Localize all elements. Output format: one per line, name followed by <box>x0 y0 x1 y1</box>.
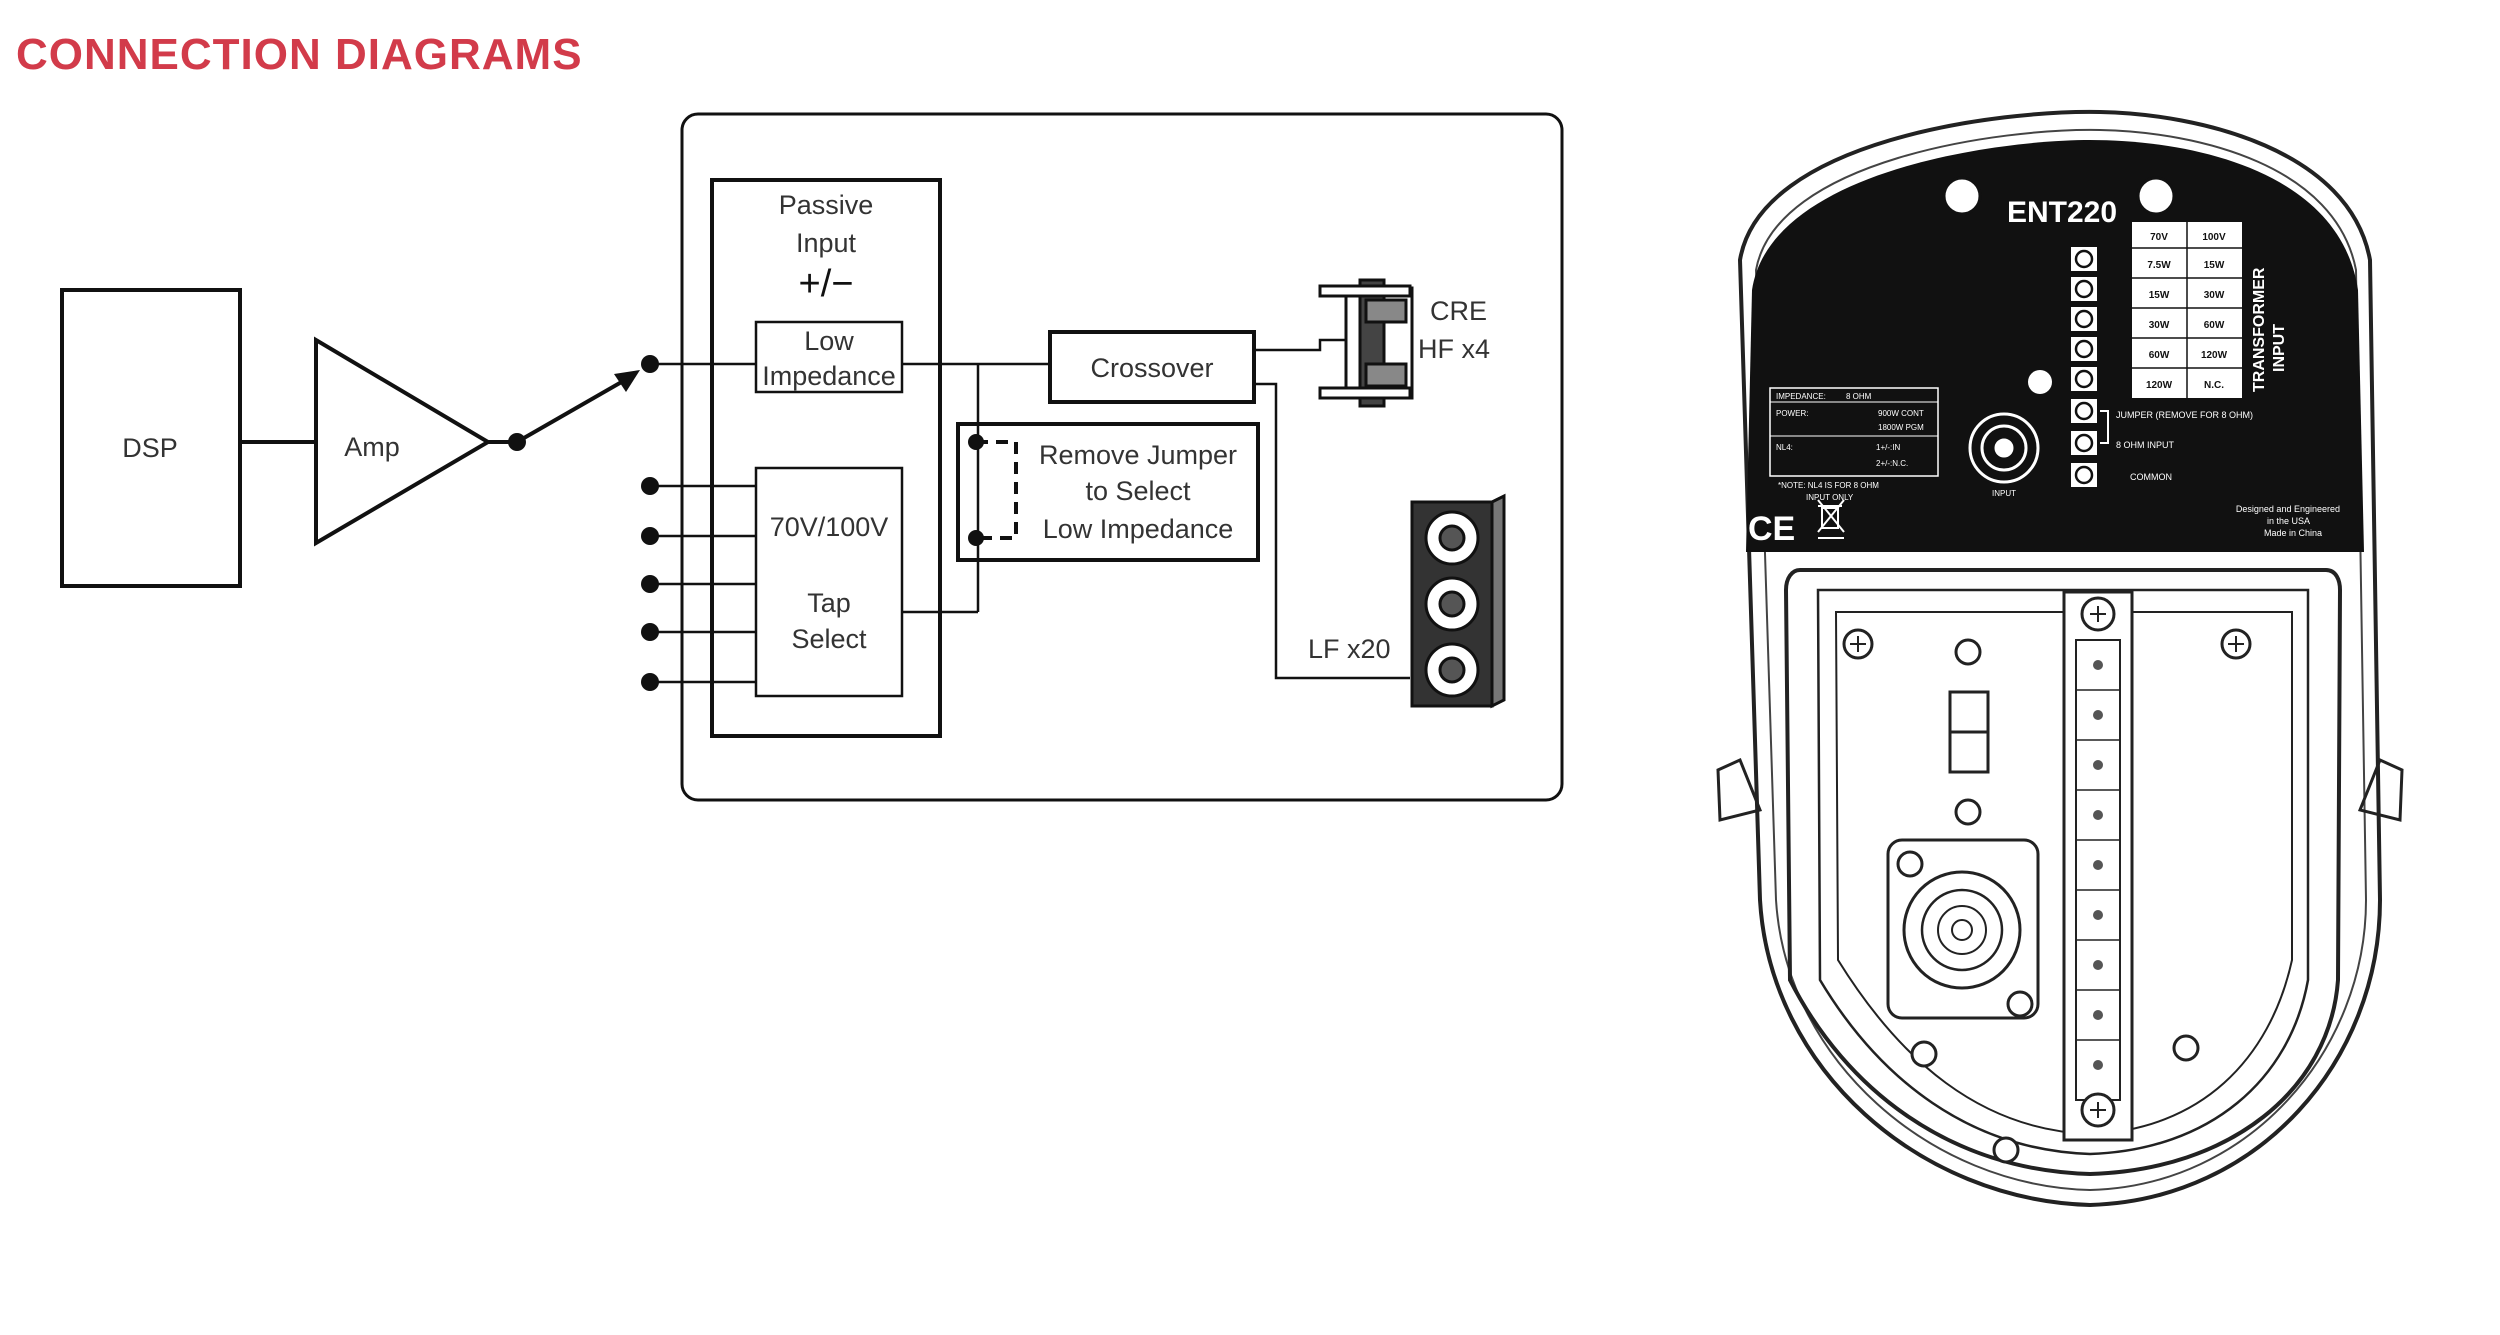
ce-mark: CE <box>1748 510 1795 548</box>
nl4-connector-lower <box>1886 838 2040 1020</box>
input-label: INPUT <box>1992 489 2016 498</box>
low-impedance-box <box>754 320 904 394</box>
amp-label: Amp <box>344 432 400 462</box>
spec-value: 8 OHM <box>1846 392 1872 401</box>
page-heading: CONNECTION DIAGRAMS <box>16 30 583 79</box>
spec-value: 1800W PGM <box>1878 423 1924 432</box>
schematic-labels: DSP Amp Passive Input +/− Low Impedance … <box>122 190 1490 664</box>
jumper-link <box>976 440 1018 540</box>
tap-col-70v: 70V <box>2150 232 2168 243</box>
polarity-label: +/− <box>799 263 854 305</box>
spec-note-line2: INPUT ONLY <box>1806 493 1854 502</box>
spec-block: IMPEDANCE: 8 OHM POWER: 900W CONT 1800W … <box>1769 387 1939 502</box>
maker-line1: Designed and Engineered <box>2236 504 2340 514</box>
ent220-panel: ENT220 70V 100V 7.5W 15W 15W 30W 30W 60W <box>1716 109 2404 1208</box>
tap-table: 70V 100V 7.5W 15W 15W 30W 30W 60W 60W 12… <box>2132 222 2288 398</box>
hf-driver-icon <box>1318 278 1414 408</box>
tap-cell: 30W <box>2149 320 2170 331</box>
transformer-label-line1: TRANSFORMER <box>2251 267 2268 392</box>
tap-cell: 120W <box>2201 350 2228 361</box>
tap-cell: 120W <box>2146 380 2173 391</box>
tap-cell: 15W <box>2204 260 2225 271</box>
terminal-dots <box>508 355 984 691</box>
tap-cell: 15W <box>2149 290 2170 301</box>
terminal-strip <box>2062 590 2134 1142</box>
jumper-note-line1: Remove Jumper <box>1039 440 1237 470</box>
spec-value: 900W CONT <box>1878 409 1924 418</box>
spec-key: POWER: <box>1776 409 1808 418</box>
tap-label: Tap <box>807 588 851 618</box>
jumper-note-line2: to Select <box>1085 476 1191 506</box>
spec-key: IMPEDANCE: <box>1776 392 1826 401</box>
lf-woofers-icon <box>1410 493 1506 709</box>
passive-input-label-line2: Input <box>796 228 857 258</box>
input-switch-arm <box>516 374 633 444</box>
signal-schematic <box>60 112 1564 802</box>
speaker-enclosure <box>680 112 1564 802</box>
spec-value: 1+/-:IN <box>1876 443 1900 452</box>
jumper-note-line3: Low Impedance <box>1043 514 1234 544</box>
passive-input-box <box>710 178 942 738</box>
amp-triangle <box>314 336 492 547</box>
tap-switch <box>1948 690 1990 774</box>
low-impedance-label-line1: Low <box>804 326 854 356</box>
tap-cell: N.C. <box>2204 380 2224 391</box>
low-impedance-label-line2: Impedance <box>762 361 896 391</box>
passive-input-label-line1: Passive <box>779 190 874 220</box>
maker-line2: in the USA <box>2267 516 2310 526</box>
tap-cell: 60W <box>2204 320 2225 331</box>
model-label: ENT220 <box>2007 196 2117 229</box>
select-label: Select <box>791 624 867 654</box>
crossover-label: Crossover <box>1090 353 1213 383</box>
maker-line3: Made in China <box>2264 528 2322 538</box>
hf-label-line1: CRE <box>1430 296 1487 326</box>
tap-cell: 7.5W <box>2147 260 2171 271</box>
tap-cell: 60W <box>2149 350 2170 361</box>
crossover-box <box>1048 330 1256 404</box>
jumper-label: JUMPER (REMOVE FOR 8 OHM) <box>2116 410 2253 420</box>
lf-label: LF x20 <box>1308 634 1391 664</box>
tap-col-100v: 100V <box>2202 232 2226 243</box>
tap-select-box <box>754 466 904 698</box>
hf-label-line2: HF x4 <box>1418 334 1490 364</box>
spec-note-line1: *NOTE: NL4 IS FOR 8 OHM <box>1778 481 1879 490</box>
tap-cell: 30W <box>2204 290 2225 301</box>
nl4-input-connector <box>1968 412 2040 484</box>
tap-voltage-label: 70V/100V <box>770 512 889 542</box>
spec-value: 2+/-:N.C. <box>1876 459 1908 468</box>
ohm-input-label: 8 OHM INPUT <box>2116 440 2175 450</box>
jumper-box <box>956 422 1260 562</box>
spec-key: NL4: <box>1776 443 1793 452</box>
weee-bin-icon <box>1817 499 1845 539</box>
terminal-screws <box>2069 245 2109 489</box>
dsp-box <box>60 288 242 588</box>
transformer-label-line2: INPUT <box>2271 324 2288 372</box>
dsp-label: DSP <box>122 433 178 463</box>
common-label: COMMON <box>2130 472 2172 482</box>
